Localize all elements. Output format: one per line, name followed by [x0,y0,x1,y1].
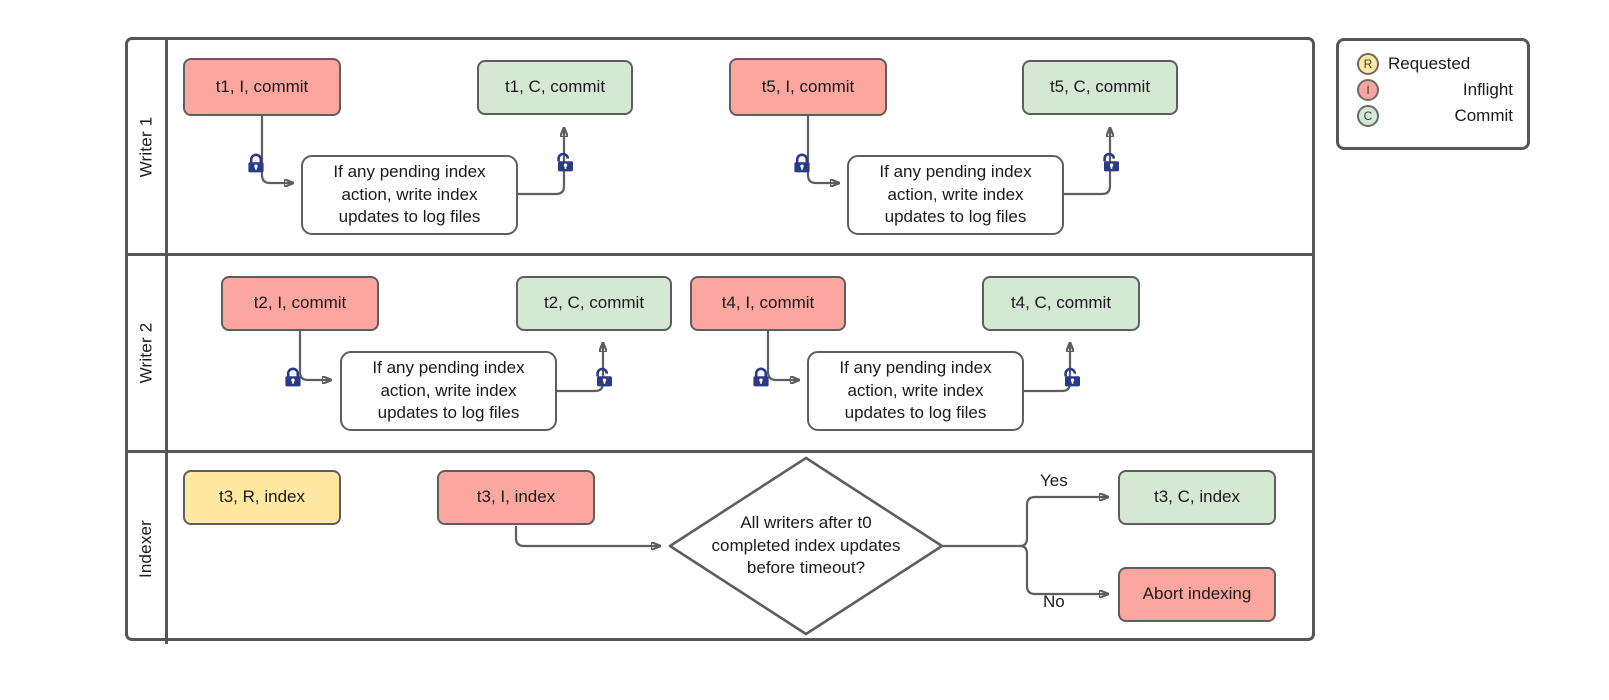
process-line-3: updates to log files [844,403,987,423]
lock-closed-icon [245,153,267,175]
lock-open-icon [1099,152,1121,174]
lane-header-indexer: Indexer [128,453,168,644]
lane-header-writer-1: Writer 1 [128,40,168,253]
lane-header-writer-2: Writer 2 [128,256,168,450]
lock-open-icon [592,367,614,389]
node-label: t5, C, commit [1049,77,1151,97]
node-label: Abort indexing [1142,584,1252,604]
node-ix-t3-inflight[interactable]: t3, I, index [437,470,595,525]
process-line-3: updates to log files [377,403,520,423]
node-ix-abort[interactable]: Abort indexing [1118,567,1276,622]
legend-item-commit: C Commit [1357,103,1513,129]
node-w1-t1-inflight[interactable]: t1, I, commit [183,58,341,116]
lane-label-writer-1: Writer 1 [136,116,156,177]
node-w1-process-a[interactable]: If any pending index action, write index… [301,155,518,235]
lane-label-indexer: Indexer [136,519,156,578]
node-label: t2, I, commit [253,293,347,313]
node-w1-t1-commit[interactable]: t1, C, commit [477,60,633,115]
process-line-1: If any pending index [879,162,1032,182]
edge-label-yes: Yes [1040,471,1068,490]
node-ix-t3-requested[interactable]: t3, R, index [183,470,341,525]
lane-indexer: Indexer [128,450,1312,644]
legend-label-inflight: Inflight [1462,80,1513,99]
process-line-2: action, write index [341,184,478,204]
requested-badge-icon: R [1357,53,1379,75]
legend-label-commit: Commit [1454,106,1513,125]
node-w2-t2-commit[interactable]: t2, C, commit [516,276,672,331]
process-line-1: If any pending index [333,162,486,182]
node-label: t1, C, commit [504,77,606,97]
node-w2-process-a[interactable]: If any pending index action, write index… [340,351,557,431]
node-w2-process-b[interactable]: If any pending index action, write index… [807,351,1024,431]
process-line-1: If any pending index [372,358,525,378]
diamond-shape [668,456,944,636]
inflight-badge-icon: I [1357,79,1379,101]
legend-item-inflight: I Inflight [1357,77,1513,103]
process-line-2: action, write index [847,380,984,400]
process-line-2: action, write index [887,184,1024,204]
lane-writer-1: Writer 1 [128,40,1312,253]
lock-closed-icon [282,367,304,389]
node-label: t1, I, commit [215,76,309,96]
edge-label-no: No [1043,592,1065,611]
process-line-2: action, write index [380,380,517,400]
node-w1-t5-inflight[interactable]: t5, I, commit [729,58,887,116]
lock-closed-icon [791,153,813,175]
legend-item-requested: R Requested [1357,51,1513,77]
node-w2-t4-inflight[interactable]: t4, I, commit [690,276,846,331]
node-label: t3, I, index [476,487,556,507]
node-label: t5, I, commit [761,76,855,96]
lock-closed-icon [750,367,772,389]
commit-badge-icon: C [1357,105,1379,127]
lane-label-writer-2: Writer 2 [136,322,156,384]
legend-panel: R Requested I Inflight C Commit [1336,38,1530,150]
process-line-3: updates to log files [338,207,481,227]
process-line-1: If any pending index [839,358,992,378]
legend-label-requested: Requested [1388,54,1471,73]
node-ix-t3-commit[interactable]: t3, C, index [1118,470,1276,525]
node-label: t3, R, index [219,487,305,507]
node-ix-decision[interactable]: All writers after t0 completed index upd… [668,456,944,636]
lock-open-icon [553,152,575,174]
node-w1-t5-commit[interactable]: t5, C, commit [1022,60,1178,115]
lane-writer-2: Writer 2 [128,253,1312,450]
node-label: t2, C, commit [543,293,645,313]
node-label: t3, C, index [1154,487,1240,507]
node-label: t4, I, commit [721,293,815,313]
process-line-3: updates to log files [884,207,1027,227]
node-w1-process-b[interactable]: If any pending index action, write index… [847,155,1064,235]
node-w2-t2-inflight[interactable]: t2, I, commit [221,276,379,331]
node-label: t4, C, commit [1010,293,1112,313]
lock-open-icon [1060,367,1082,389]
node-w2-t4-commit[interactable]: t4, C, commit [982,276,1140,331]
